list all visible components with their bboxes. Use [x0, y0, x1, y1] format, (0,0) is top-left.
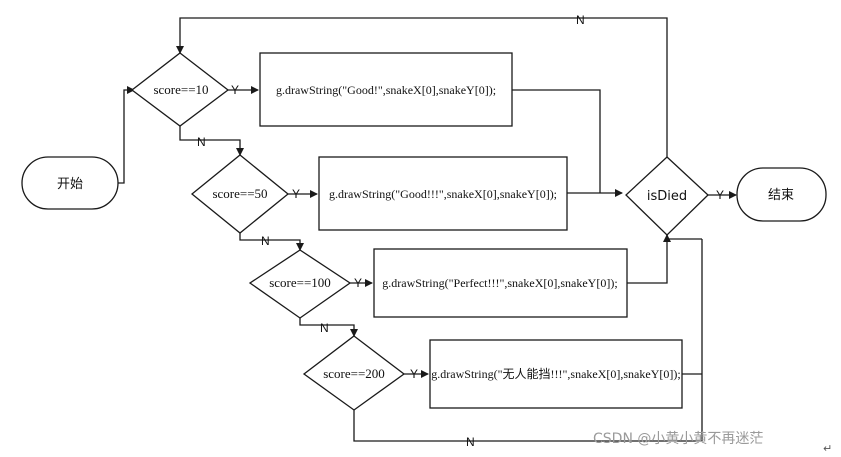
decision-score-100 [248, 249, 352, 319]
action-good [259, 52, 513, 127]
no-label-cond3: N [320, 321, 329, 335]
action-perfect [373, 248, 628, 318]
action-unstoppable-label: g.drawString("无人能挡!!!",snakeX[0],snakeY[… [431, 367, 680, 381]
start-label: 开始 [57, 177, 83, 192]
edge-cond2-no [239, 233, 304, 251]
action-good-3 [318, 156, 568, 231]
edge-action1-to-isdied [512, 89, 601, 193]
edge-start-to-cond1 [118, 86, 135, 184]
decision-score-100-label: score==100 [269, 275, 331, 290]
decision-score-10 [130, 52, 230, 127]
end-terminal [736, 167, 827, 222]
decision-isdied [625, 156, 709, 236]
start-terminal [21, 156, 119, 210]
watermark: CSDN @小黄小黄不再迷茫 [593, 430, 763, 447]
decision-score-50 [190, 154, 290, 234]
action-good-3-label: g.drawString("Good!!!",snakeX[0],snakeY[… [329, 187, 557, 201]
edge-merge-to-isdied [663, 234, 702, 242]
decision-isdied-label: isDied [647, 189, 687, 204]
end-label: 结束 [768, 188, 794, 203]
yes-label-cond4: Y [410, 367, 418, 381]
no-label-cond1: N [197, 135, 206, 149]
yes-label-cond2: Y [292, 187, 300, 201]
no-label-isdied: N [576, 13, 585, 27]
edge-cond3-no [299, 318, 358, 337]
no-label-cond2: N [261, 234, 270, 248]
action-good-label: g.drawString("Good!",snakeX[0],snakeY[0]… [276, 83, 496, 97]
edge-cond1-no [179, 126, 244, 156]
yes-label-cond1: Y [231, 83, 239, 97]
no-label-cond4: N [466, 435, 475, 449]
edge-cond4-no [353, 239, 703, 442]
decision-score-50-label: score==50 [212, 186, 267, 201]
yes-label-isdied: Y [716, 188, 724, 202]
edge-action3-to-isdied [627, 235, 668, 284]
decision-score-200 [302, 335, 406, 411]
return-glyph-icon: ↵ [823, 442, 832, 455]
edge-isdied-loop-back [176, 17, 668, 157]
decision-score-200-label: score==200 [323, 366, 385, 381]
yes-label-cond3: Y [354, 276, 362, 290]
decision-score-10-label: score==10 [153, 82, 208, 97]
action-unstoppable [429, 339, 683, 409]
action-perfect-label: g.drawString("Perfect!!!",snakeX[0],snak… [382, 276, 617, 290]
